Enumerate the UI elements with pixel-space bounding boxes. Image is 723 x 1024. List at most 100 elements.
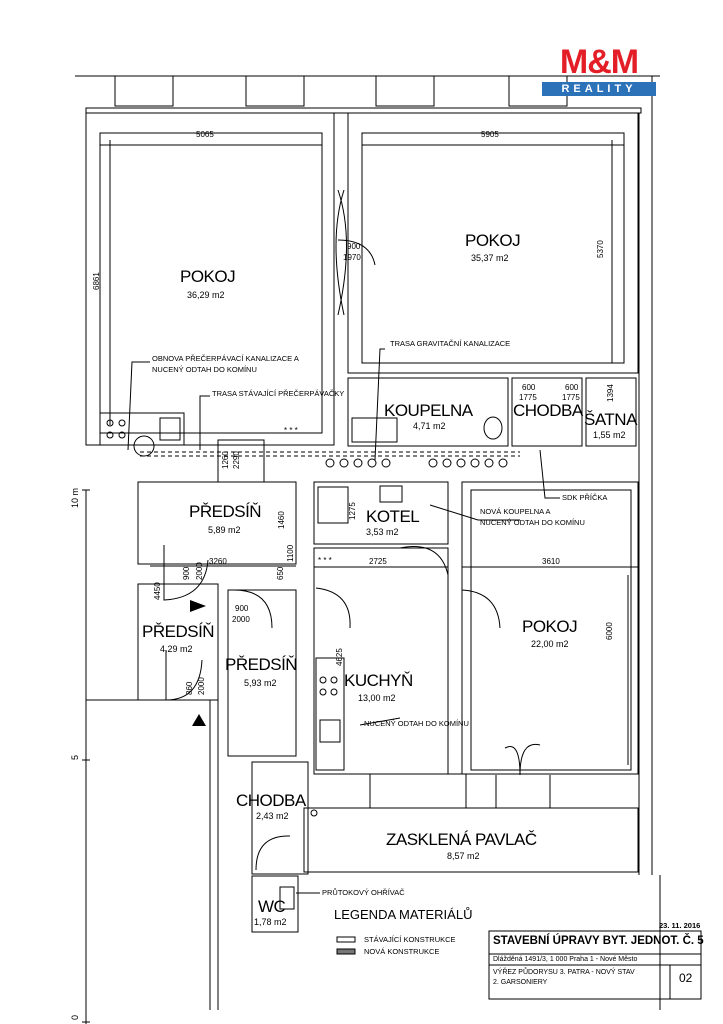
legend-existing: STÁVAJÍCÍ KONSTRUKCE xyxy=(364,935,456,944)
dimension-label: 1100 xyxy=(286,544,295,562)
top-wall xyxy=(85,107,642,114)
sink xyxy=(159,417,181,441)
hob xyxy=(118,419,126,427)
stair-core xyxy=(369,773,467,809)
scale-mark-5m: 5 xyxy=(70,754,80,760)
dimension-label: 2000 xyxy=(195,562,204,580)
room-label-koupelna: KOUPELNA xyxy=(384,401,473,420)
project-address: Dlážděná 1491/3, 1 000 Praha 1 - Nové Mě… xyxy=(493,956,638,963)
room-outline xyxy=(361,132,625,364)
symbol-stars: * * * xyxy=(284,426,298,435)
dimension-label: 860 xyxy=(185,681,194,695)
door-swing xyxy=(504,743,541,776)
room-label-chodba-top: CHODBA xyxy=(513,401,583,420)
window-recess xyxy=(245,75,305,107)
leader-line xyxy=(374,348,385,461)
room-label-pokoj-left: POKOJ xyxy=(180,267,236,286)
wc-outline xyxy=(251,875,299,933)
dimension-label: 1260 xyxy=(221,451,230,469)
note-nova-koupelna-line2: NUCENÝ ODTAH DO KOMÍNU xyxy=(480,518,585,527)
sheet-desc-line1: VÝŘEZ PŮDORYSU 3. PATRA - NOVÝ STAV xyxy=(493,969,635,976)
dimension-label: 1970 xyxy=(343,253,361,262)
project-title: STAVEBNÍ ÚPRAVY BYT. JEDNOT. Č. 5 xyxy=(493,935,704,947)
note-nuceny-kuchyn: NUCENÝ ODTAH DO KOMÍNU xyxy=(364,719,469,728)
scale-mark-0m: 0 xyxy=(70,1014,80,1020)
pokoj-outline xyxy=(470,489,632,771)
dimension-label: 5065 xyxy=(196,130,214,139)
legend-swatch-existing xyxy=(336,936,356,943)
room-outline xyxy=(99,132,323,434)
room-label-predsin-3: PŘEDSÍŇ xyxy=(225,655,298,674)
koupelna-outline xyxy=(347,377,509,447)
room-area-wc: 1,78 m2 xyxy=(254,917,287,927)
dimension-label: 6000 xyxy=(605,622,614,640)
glass-door xyxy=(495,775,551,808)
room-area-koupelna: 4,71 m2 xyxy=(413,421,446,431)
dimension-label: 1460 xyxy=(277,511,286,529)
logo-sub-text: REALITY xyxy=(542,82,656,96)
dimension-label: 900 xyxy=(347,242,361,251)
room-area-kuchyn: 13,00 m2 xyxy=(358,693,396,703)
leader-line xyxy=(539,449,560,499)
pavlac-outline xyxy=(303,807,639,873)
door-leaf xyxy=(335,189,345,316)
title-block: STAVEBNÍ ÚPRAVY BYT. JEDNOT. Č. 5 Dláždě… xyxy=(489,931,704,999)
shaft xyxy=(217,439,265,483)
room-area-predsin-1: 5,89 m2 xyxy=(208,525,241,535)
satna-outline xyxy=(585,377,637,447)
room-label-kuchyn: KUCHYŇ xyxy=(344,671,413,690)
dimension-label: 1394 xyxy=(606,384,615,402)
note-obnova-line2: NUCENÝ ODTAH DO KOMÍNU xyxy=(152,365,257,374)
room-label-wc: WC xyxy=(258,897,286,916)
symbol-stars: * * * xyxy=(318,556,332,565)
drawing-date: 23. 11. 2016 xyxy=(659,921,701,930)
dimension-label: 2000 xyxy=(232,615,250,624)
note-nova-koupelna-line1: NOVÁ KOUPELNA A xyxy=(480,507,551,516)
dimension-label: 900 xyxy=(182,566,191,580)
dimension-label: 6861 xyxy=(92,272,101,290)
door-swing xyxy=(233,589,273,629)
hob xyxy=(330,688,338,696)
dimension-label: 600 xyxy=(565,383,579,392)
sink xyxy=(319,719,341,743)
kitchen-counter xyxy=(315,657,345,771)
door-swing xyxy=(255,835,291,871)
logo-main-text: M&M xyxy=(559,43,639,81)
door-swing xyxy=(133,435,155,457)
hob xyxy=(330,676,338,684)
room-area-predsin-2: 4,29 m2 xyxy=(160,644,193,654)
toilet xyxy=(483,416,503,440)
entry-arrow-icon xyxy=(192,714,206,726)
predsin-outline xyxy=(137,481,297,565)
door-swing xyxy=(163,545,209,601)
dimension-label: 1275 xyxy=(348,502,357,520)
room-outline xyxy=(347,112,639,374)
chodba-outline xyxy=(251,761,309,875)
dimension-label: 5905 xyxy=(481,130,499,139)
dimension-label: 900 xyxy=(235,604,249,613)
legend-new: NOVÁ KONSTRUKCE xyxy=(364,947,440,956)
bathtub xyxy=(351,417,398,443)
hob xyxy=(319,676,327,684)
mm-reality-logo: M&M REALITY xyxy=(542,42,656,98)
dimension-label: 2290 xyxy=(232,451,241,469)
room-area-satna: 1,55 m2 xyxy=(593,430,626,440)
dimension-label: 4625 xyxy=(335,648,344,666)
entry-arrow-icon xyxy=(190,600,206,612)
room-area-pokoj-east: 22,00 m2 xyxy=(531,639,569,649)
dimension-label: 600 xyxy=(522,383,536,392)
kitchen-counter xyxy=(99,412,185,446)
room-area-pokoj-left: 36,29 m2 xyxy=(187,290,225,300)
pipe-circles xyxy=(325,458,508,468)
door-swing xyxy=(337,239,376,266)
sheet-desc-line2: 2. GARSONIERY xyxy=(493,979,548,986)
room-area-pokoj-right: 35,37 m2 xyxy=(471,253,509,263)
room-label-predsin-2: PŘEDSÍŇ xyxy=(142,622,215,641)
dimension-label: 2000 xyxy=(197,677,206,695)
note-prutokovy: PRŮTOKOVÝ OHŘÍVAČ xyxy=(322,888,405,897)
predsin-outline xyxy=(227,589,297,757)
room-label-pokoj-right: POKOJ xyxy=(465,231,521,250)
window-recess xyxy=(375,75,435,107)
chodba-outline xyxy=(511,377,583,447)
